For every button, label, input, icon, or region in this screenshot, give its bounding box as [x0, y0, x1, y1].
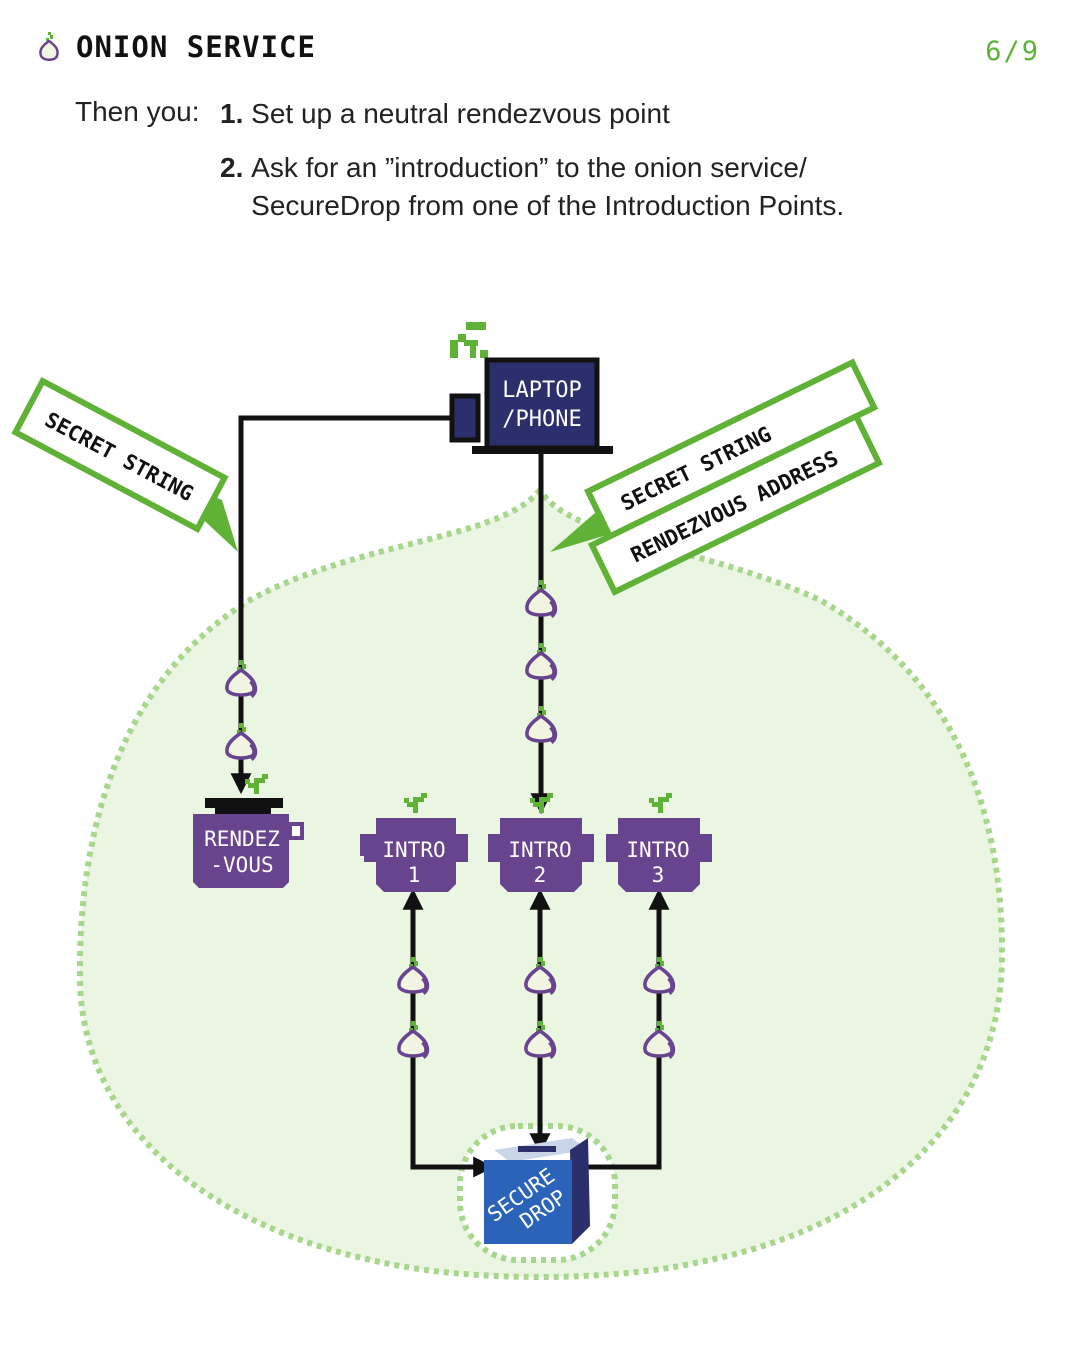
- step-2-number: 2.: [220, 152, 244, 183]
- step-1: 1. Set up a neutral rendezvous point: [220, 95, 670, 133]
- page-indicator: 6/9: [985, 36, 1040, 67]
- intro-1-label-line-2: 1: [408, 863, 421, 887]
- intro-3-label-line-1: INTRO: [626, 838, 689, 862]
- intro-2-label-line-2: 2: [534, 863, 547, 887]
- laptop-label-line-1: LAPTOP: [502, 378, 581, 403]
- laptop-label-line-2: /PHONE: [502, 407, 581, 432]
- intro-node-3: INTRO 3: [606, 793, 712, 892]
- intro-1-label-line-1: INTRO: [382, 838, 445, 862]
- phone-icon: [449, 393, 481, 443]
- intro-2-label-line-1: INTRO: [508, 838, 571, 862]
- step-2-line-1: Ask for an ”introduction” to the onion s…: [251, 152, 807, 183]
- intro-3-label-line-2: 3: [652, 863, 665, 887]
- step-2: 2. Ask for an ”introduction” to the onio…: [220, 149, 844, 225]
- laptop-screen: [484, 357, 600, 451]
- intro-lead: Then you:: [75, 96, 200, 127]
- step-1-number: 1.: [220, 98, 244, 129]
- rendezvous-label-line-1: RENDEZ: [204, 827, 280, 851]
- laptop-base: [472, 446, 613, 454]
- laptop-phone-device: LAPTOP /PHONE: [449, 322, 613, 454]
- callout-secret-string-rendezvous-address: SECRET STRING RENDEZVOUS ADDRESS: [550, 358, 884, 596]
- securedrop-box: SECURE DROP: [483, 1138, 590, 1244]
- line-laptop-to-rendezvous: [230, 415, 452, 795]
- wifi-icon: [450, 322, 488, 358]
- rendezvous-label-line-2: -VOUS: [210, 853, 273, 877]
- step-1-text: Set up a neutral rendezvous point: [251, 98, 670, 129]
- page-title: ONION SERVICE: [76, 30, 316, 64]
- intro-node-1: INTRO 1: [360, 793, 468, 892]
- intro-node-2: INTRO 2: [488, 793, 594, 892]
- onion-icon: [39, 32, 59, 61]
- step-2-line-2: SecureDrop from one of the Introduction …: [251, 190, 845, 221]
- rendezvous-node: RENDEZ -VOUS: [193, 774, 304, 888]
- callout-secret-string-left: SECRET STRING: [11, 376, 238, 552]
